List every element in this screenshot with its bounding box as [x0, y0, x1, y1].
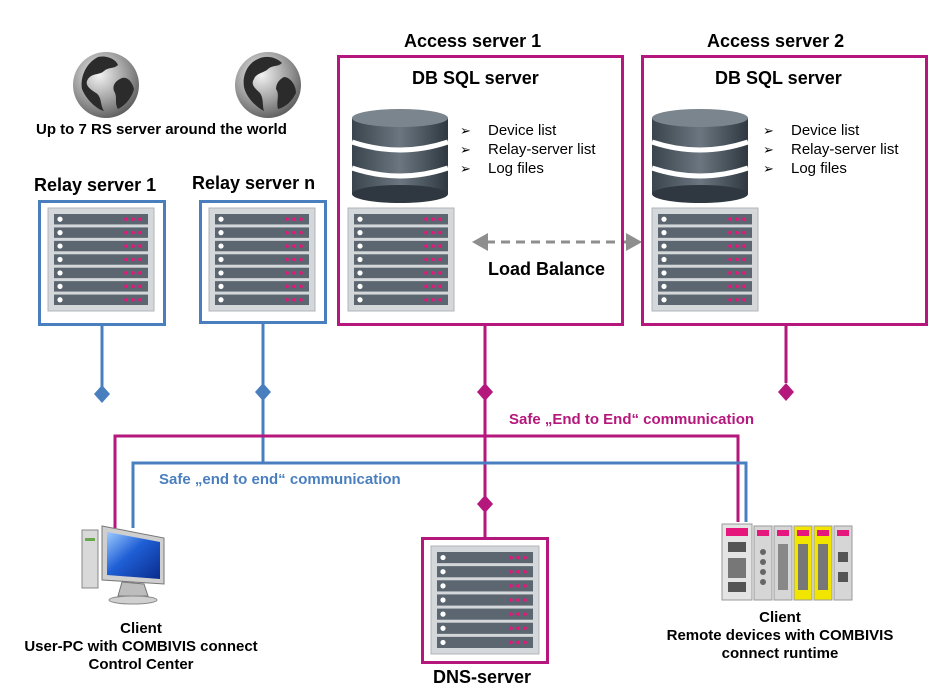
db-sql-title-2: DB SQL server: [715, 68, 842, 88]
blue-comm-label: Safe „end to end“ communication: [159, 471, 401, 488]
bullet-arrow-icon: ➢: [763, 142, 774, 157]
globe-icon: [73, 52, 139, 118]
client-pc-line3: Control Center: [88, 656, 194, 673]
bullet-arrow-icon: ➢: [460, 142, 471, 157]
magenta-comm-label: Safe „End to End“ communication: [509, 411, 755, 428]
client-remote-caption: Client Remote devices with COMBIVIS conn…: [640, 609, 920, 663]
client-pc-line2: User-PC with COMBIVIS connect: [24, 638, 258, 655]
bullet-arrow-icon: ➢: [460, 123, 471, 138]
list-item: ➢Device list: [763, 122, 860, 139]
access-server-2-box: [641, 55, 928, 326]
client-remote-line1: Client: [759, 609, 801, 626]
list-item: ➢Log files: [460, 160, 544, 177]
remote-device-icon: [721, 523, 853, 601]
access2-diamond: [778, 383, 794, 401]
load-balance-label: Load Balance: [488, 259, 606, 279]
client-remote-line3: connect runtime: [721, 645, 839, 662]
access-server-1-box: [337, 55, 624, 326]
server-rack-icon: [47, 207, 155, 312]
dns-server-box: [421, 537, 549, 664]
list-item: ➢Relay-server list: [460, 141, 596, 158]
globe-icon: [235, 52, 301, 118]
list-item: ➢Relay-server list: [763, 141, 899, 158]
access1-diamond: [477, 383, 493, 401]
list-item: ➢Device list: [460, 122, 557, 139]
server-rack-icon: [651, 207, 759, 312]
relay-server-1-title: Relay server 1: [34, 175, 157, 195]
relay-server-n-title: Relay server n: [192, 173, 316, 193]
database-icon: [651, 109, 749, 203]
bullet-arrow-icon: ➢: [763, 123, 774, 138]
server-rack-icon: [208, 207, 316, 312]
relay1-diamond: [94, 385, 110, 403]
magenta-comm-line: [113, 434, 740, 528]
db-sql-title-1: DB SQL server: [412, 68, 539, 88]
database-icon: [351, 109, 449, 203]
access-server-2-list: ➢Device list ➢Relay-server list ➢Log fil…: [763, 121, 899, 178]
access-server-1-title: Access server 1: [404, 31, 542, 51]
access-server-2-title: Access server 2: [707, 31, 845, 51]
dns-server-title: DNS-server: [433, 667, 532, 687]
dns-diamond: [477, 495, 493, 513]
blue-comm-line: [131, 461, 748, 528]
relay-server-n-box: [199, 200, 327, 324]
relay-server-1-box: [38, 200, 166, 326]
computer-icon: [81, 525, 165, 605]
client-remote-line2: Remote devices with COMBIVIS: [666, 627, 894, 644]
relay-n-diamond: [255, 383, 271, 401]
access-server-1-list: ➢Device list ➢Relay-server list ➢Log fil…: [460, 121, 596, 178]
list-item: ➢Log files: [763, 160, 847, 177]
server-rack-icon: [430, 545, 540, 655]
bullet-arrow-icon: ➢: [763, 161, 774, 176]
bullet-arrow-icon: ➢: [460, 161, 471, 176]
client-pc-line1: Client: [120, 620, 162, 637]
server-rack-icon: [347, 207, 455, 312]
client-pc-caption: Client User-PC with COMBIVIS connect Con…: [0, 620, 282, 674]
world-caption: Up to 7 RS server around the world: [36, 121, 287, 138]
